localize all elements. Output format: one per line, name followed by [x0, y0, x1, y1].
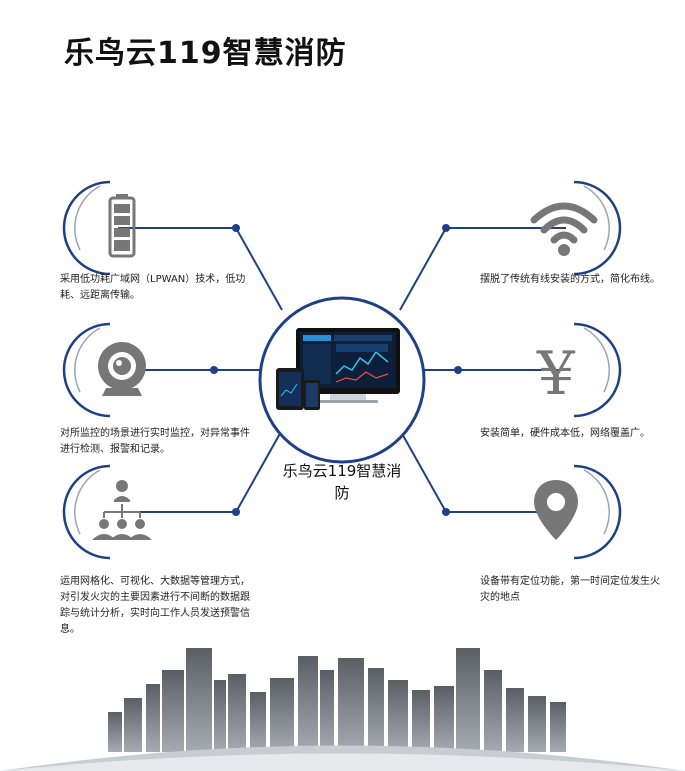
cityscape-illustration — [0, 648, 685, 771]
camera-icon — [84, 332, 160, 408]
location-pin-icon — [518, 474, 594, 550]
page-title: 乐鸟云119智慧消防 — [64, 36, 347, 71]
wifi-icon — [526, 190, 602, 266]
feature-text-install: 安装简单，硬件成本低，网络覆盖广。 — [480, 428, 650, 439]
node-dot — [442, 224, 450, 232]
center-label: 乐鸟云119智慧消防 — [282, 462, 402, 502]
org-chart-icon — [84, 474, 160, 550]
feature-text-wireless: 摆脱了传统有线安装的方式，简化布线。 — [480, 274, 660, 285]
feature-text-location: 设备带有定位功能，第一时间定位发生火灾的地点 — [480, 576, 660, 603]
node-dot — [210, 366, 218, 374]
monitor-icon — [276, 328, 400, 410]
node-dot — [232, 224, 240, 232]
feature-text-analysis: 运用网格化、可视化、大数据等管理方式，对引发火灾的主要因素进行不间断的数据跟踪与… — [60, 576, 250, 635]
yen-icon: ¥ — [518, 332, 594, 408]
feature-text-monitoring: 对所监控的场景进行实时监控，对异常事件进行检测、报警和记录。 — [60, 428, 250, 455]
node-dot — [232, 508, 240, 516]
svg-text:¥: ¥ — [536, 339, 576, 408]
node-dot — [442, 508, 450, 516]
battery-icon — [84, 190, 160, 266]
feature-text-lpwan: 采用低功耗广域网（LPWAN）技术，低功耗、远距离传输。 — [60, 274, 246, 301]
node-dot — [454, 366, 462, 374]
